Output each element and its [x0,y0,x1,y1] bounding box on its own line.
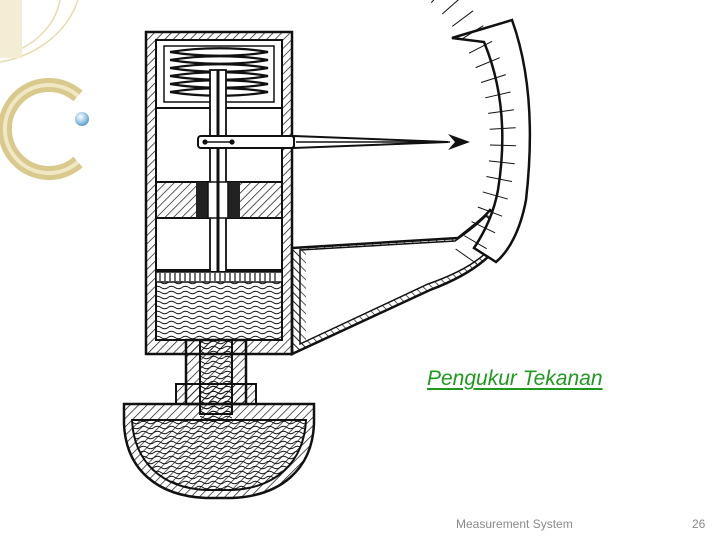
page-number: 26 [692,517,706,531]
spring-coil [169,79,269,89]
spring-coil [169,55,269,65]
fluid-reservoir [122,402,316,500]
scale-tick [486,176,513,183]
scale-tick [477,206,503,217]
scale-tick [489,127,516,130]
scale-tick [471,221,496,234]
scale-tick [488,160,515,165]
spring-coil [169,71,269,81]
corner-ornament-lines [0,0,79,63]
diagram-caption: Pengukur Tekanan [427,367,603,390]
corner-decoration [0,0,89,180]
scale-tick [460,25,484,40]
spring [163,45,275,103]
spring-coil [169,63,269,73]
scale-tick [451,10,474,27]
scale-tick [430,0,435,3]
scale-tick [455,248,478,265]
blue-dot-icon [75,112,89,126]
gauge-arm-body [290,208,512,356]
scale-tick [489,144,516,147]
scale-tick [480,74,507,83]
footer-title: Measurement System [456,517,573,531]
pointer-needle [197,134,470,150]
spring-coil [169,47,269,57]
fluid-chamber [155,271,283,341]
scale-tick [482,191,508,200]
scale-tick [463,235,487,250]
spring-coil [169,87,269,97]
scale-tick [485,91,511,99]
scale-tick [468,40,493,54]
inlet-pipe [175,338,257,415]
scale-tick [488,109,514,114]
pressure-scale [430,0,532,265]
scale-tick [475,57,500,69]
scale-tick [441,0,459,15]
